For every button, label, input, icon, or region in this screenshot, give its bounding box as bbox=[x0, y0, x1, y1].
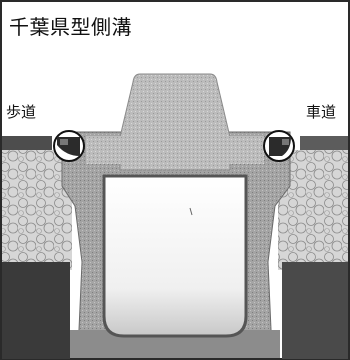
left-marker-notch bbox=[60, 139, 68, 145]
sidewalk-label: 歩道 bbox=[6, 103, 37, 121]
roadway-label: 車道 bbox=[306, 103, 337, 121]
soil-right bbox=[282, 262, 348, 359]
sidewalk-surface bbox=[2, 136, 52, 150]
road-surface bbox=[300, 136, 348, 150]
channel-tick bbox=[189, 207, 193, 216]
lid-shoulder bbox=[86, 136, 264, 164]
gravel-left bbox=[2, 150, 72, 270]
gutter-channel bbox=[102, 174, 248, 338]
soil-left bbox=[2, 262, 70, 359]
right-marker-notch bbox=[282, 139, 289, 145]
figure-title: 千葉県型側溝 bbox=[9, 15, 132, 39]
